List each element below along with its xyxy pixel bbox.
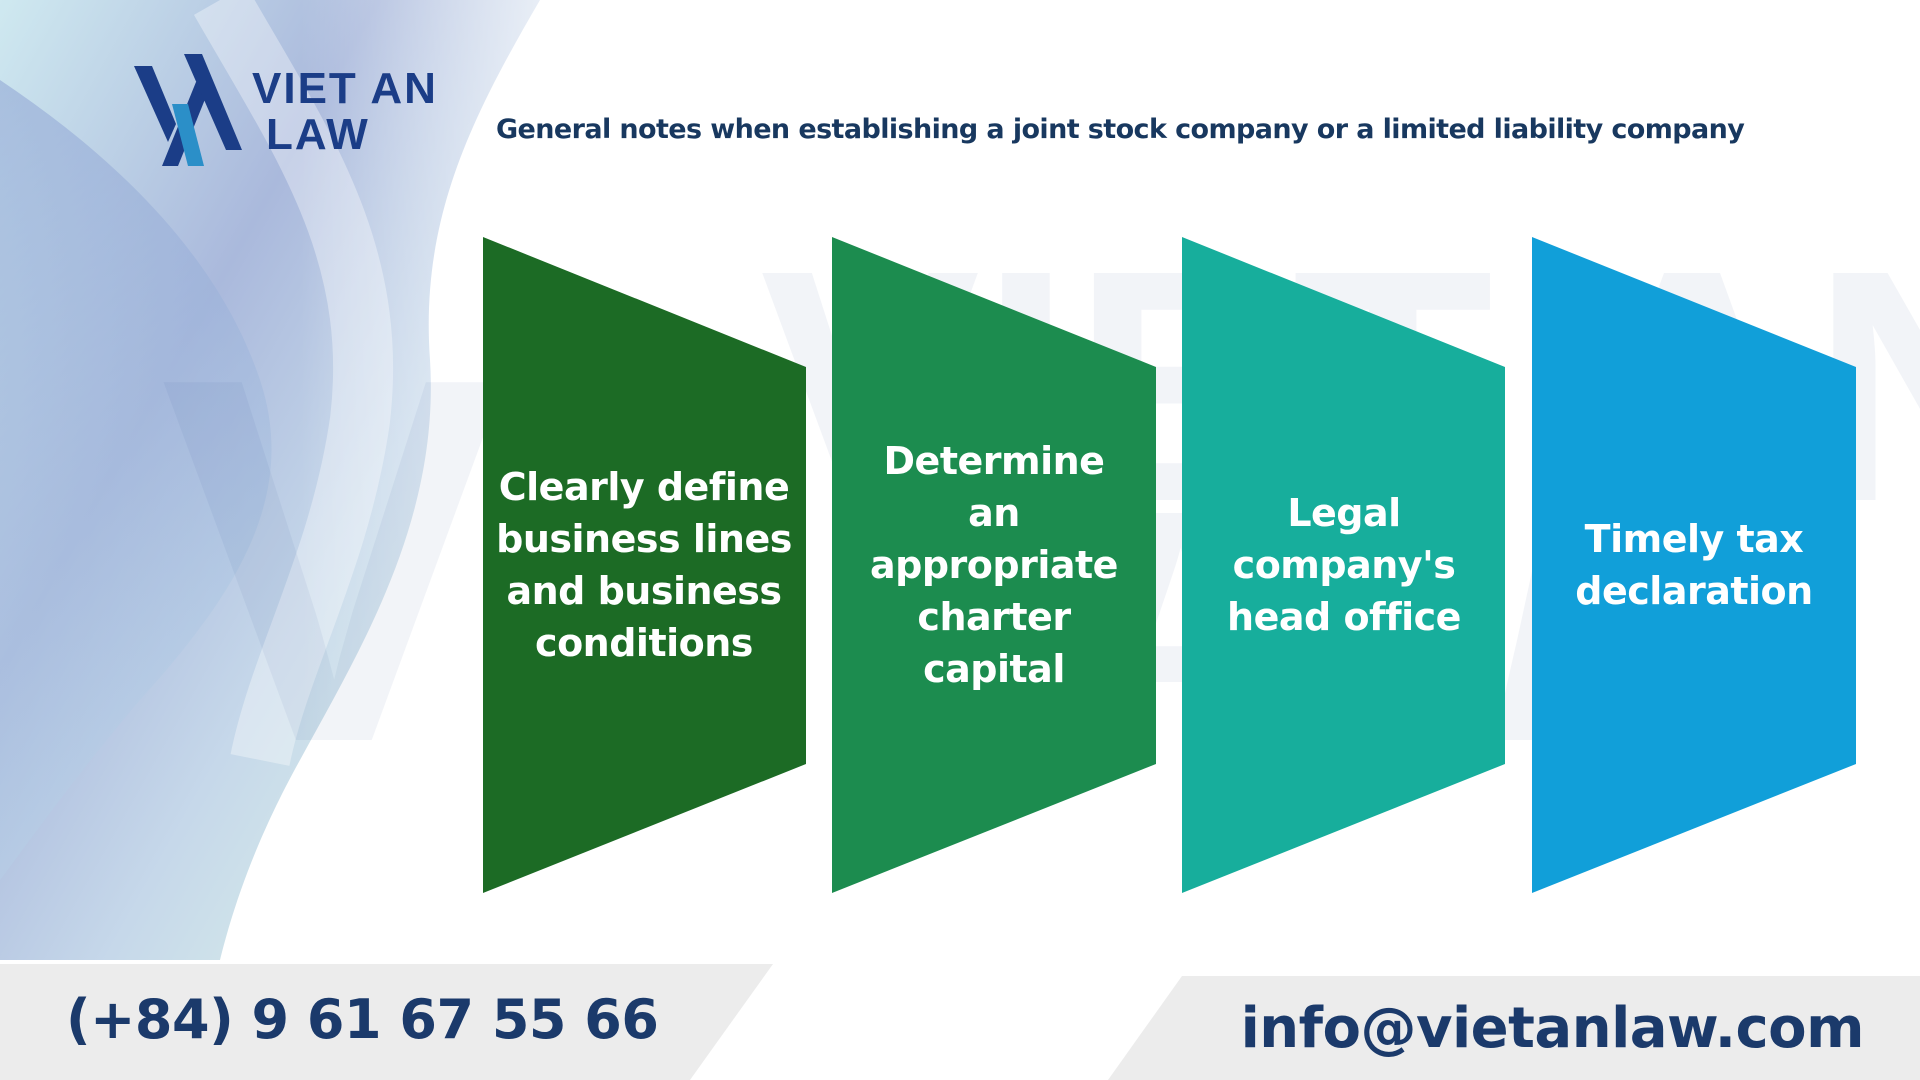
step-3-text: Legal company's head office xyxy=(1227,491,1461,639)
step-4-shape xyxy=(1532,237,1856,893)
step-2-shape xyxy=(832,237,1156,893)
email-address[interactable]: info@vietanlaw.com xyxy=(1240,996,1865,1061)
step-3-shape xyxy=(1182,237,1505,893)
brand-logo-icon xyxy=(134,54,242,166)
page-title: General notes when establishing a joint … xyxy=(496,114,1745,145)
brand-line-1: VIET AN xyxy=(252,64,438,113)
phone-number[interactable]: (+84) 9 61 67 55 66 xyxy=(66,988,659,1051)
svg-text:V: V xyxy=(160,270,509,851)
step-1-shape xyxy=(483,237,806,893)
step-1-text: Clearly define business lines and busine… xyxy=(496,465,792,665)
step-4-text: Timely tax declaration xyxy=(1575,517,1813,613)
brand-line-2: LAW xyxy=(266,110,370,159)
brand-name: VIET AN LAW xyxy=(252,66,438,158)
step-2-text: Determine an appropriate charter capital xyxy=(870,439,1118,691)
